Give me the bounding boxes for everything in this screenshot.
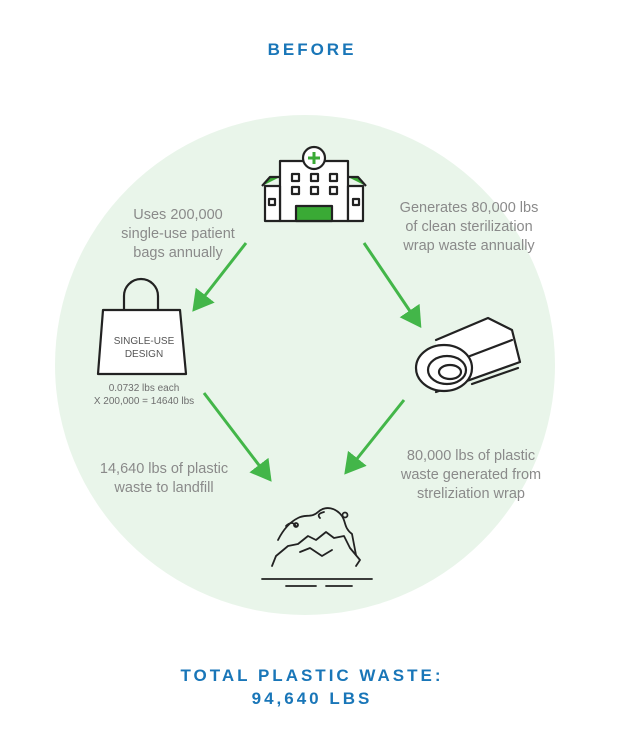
note-bags-used: Uses 200,000 single-use patient bags ann… (121, 207, 235, 261)
note-wrap-waste: 80,000 lbs of plastic waste generated fr… (400, 448, 542, 502)
note-bag-landfill: 14,640 lbs of plastic waste to landfill (99, 461, 229, 496)
rolled-wrap-icon (414, 316, 522, 394)
arrow-hospital-to-wrap (362, 242, 422, 328)
total-value: 94,640 LBS (251, 689, 373, 708)
shopping-bag-icon (96, 277, 188, 376)
bag-calculation: 0.0732 lbs each X 200,000 = 14640 lbs (93, 383, 195, 407)
hospital-icon (261, 145, 367, 223)
page-title: BEFORE (267, 40, 357, 59)
landfill-icon (261, 507, 373, 587)
bag-label: SINGLE-USE DESIGN (113, 336, 175, 360)
note-wrap-generated: Generates 80,000 lbs of clean sterilizat… (399, 200, 539, 254)
arrow-hospital-to-bag (192, 242, 248, 312)
arrow-wrap-to-landfill (344, 399, 406, 475)
arrow-bag-to-landfill (202, 392, 272, 482)
total-label: TOTAL PLASTIC WASTE: (180, 666, 444, 685)
